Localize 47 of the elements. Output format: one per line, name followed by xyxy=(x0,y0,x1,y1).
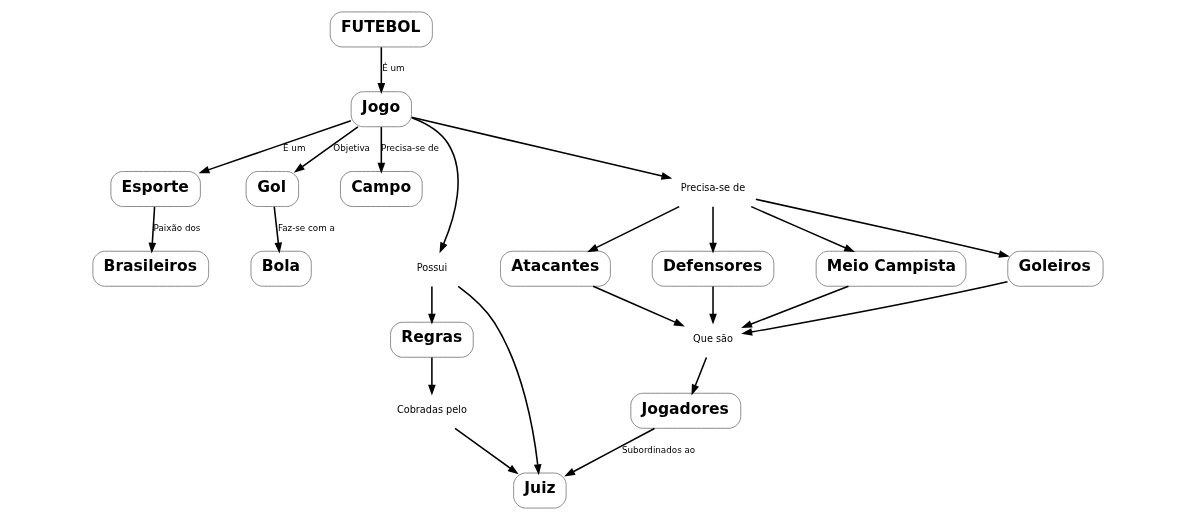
arrow xyxy=(741,285,850,328)
arrow xyxy=(293,126,359,173)
node-box: Meio Campista xyxy=(815,250,967,287)
arrow xyxy=(564,427,656,477)
arrow xyxy=(410,116,673,180)
arrow xyxy=(592,285,685,327)
node-box: Brasileiros xyxy=(92,250,210,287)
arrow xyxy=(198,119,352,174)
edge-label: Subordinados ao xyxy=(621,444,696,455)
arrow xyxy=(741,280,1009,336)
node-box: Esporte xyxy=(110,171,201,207)
node-box: Regras xyxy=(390,321,474,358)
edge-label: Faz-se com a xyxy=(277,223,335,234)
node-box: Jogadores xyxy=(630,392,742,429)
arrow xyxy=(454,427,519,475)
arrow xyxy=(750,205,856,253)
arrow xyxy=(709,285,717,325)
arrow xyxy=(691,356,708,396)
edge-label: Objetiva xyxy=(333,143,370,154)
node-box: FUTEBOL xyxy=(329,11,433,48)
node-box: Gol xyxy=(245,171,300,207)
arrow xyxy=(755,198,1010,258)
node-box: Atacantes xyxy=(500,250,611,287)
node-text: Possui xyxy=(416,262,448,274)
node-box: Defensores xyxy=(651,250,775,287)
edge-label: Precisa-se de xyxy=(381,143,439,154)
node-text: Cobradas pelo xyxy=(396,404,467,416)
node-box: Goleiros xyxy=(1007,250,1104,287)
arrow xyxy=(587,205,680,253)
node-box: Jogo xyxy=(350,91,412,128)
arrow xyxy=(457,285,542,476)
arrow xyxy=(273,206,283,254)
arrow xyxy=(709,206,717,254)
node-text: Precisa-se de xyxy=(680,182,746,194)
arrow xyxy=(428,356,436,396)
node-box: Campo xyxy=(339,171,423,207)
arrow xyxy=(148,206,157,254)
edge-label: É um xyxy=(382,63,405,74)
edge-label: É um xyxy=(283,143,306,154)
arrow xyxy=(377,46,386,94)
node-box: Juiz xyxy=(513,472,567,509)
arrow xyxy=(377,126,386,174)
node-box: Bola xyxy=(250,250,312,287)
node-text: Que são xyxy=(693,333,733,345)
edge-label: Paixão dos xyxy=(153,223,201,234)
arrow xyxy=(411,116,459,254)
arrow xyxy=(428,285,436,325)
